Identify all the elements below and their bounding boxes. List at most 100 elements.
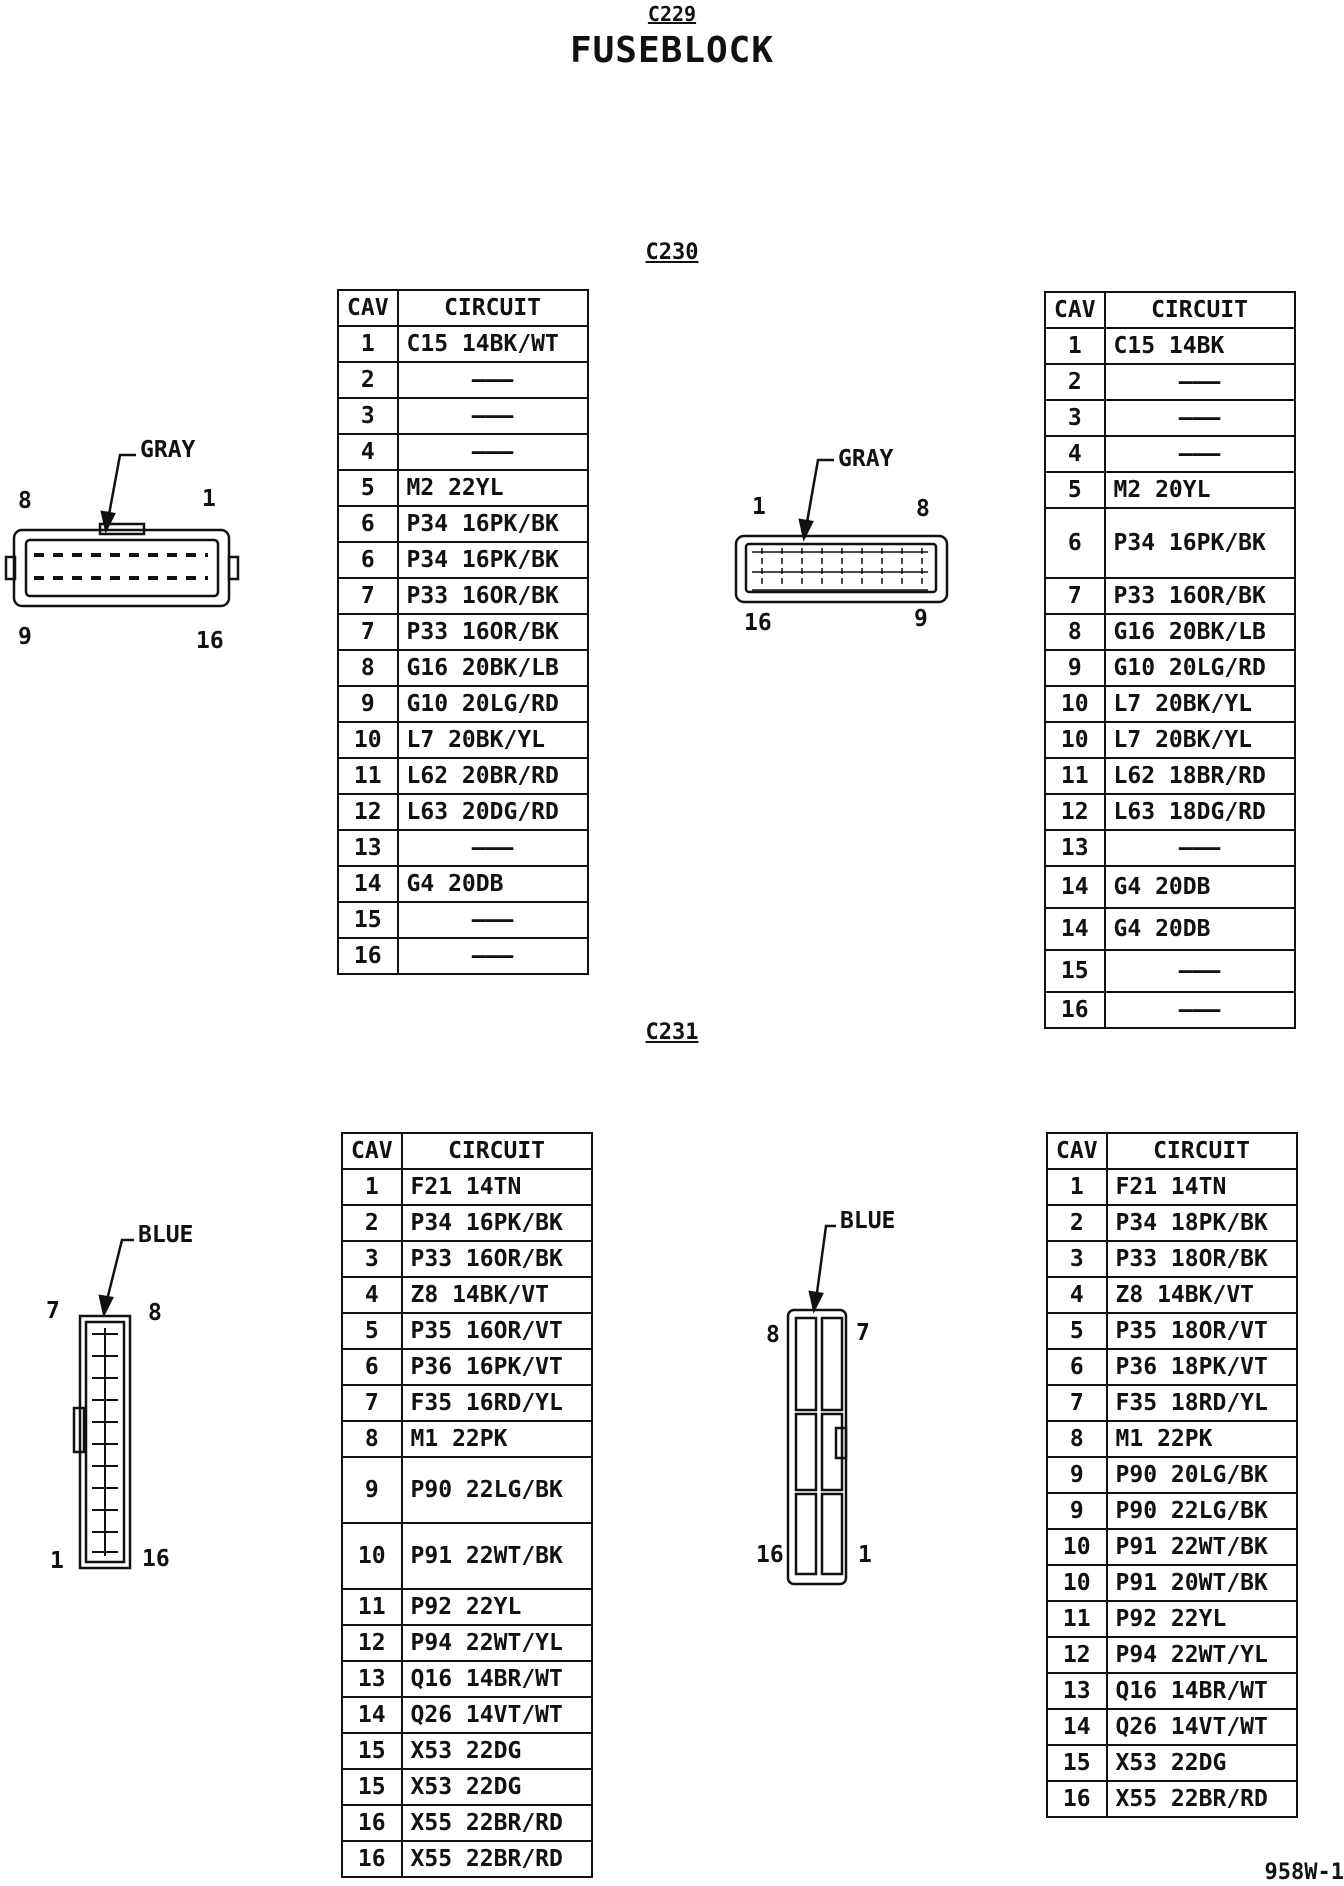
- circuit-code: X55 22BR/RD: [400, 1804, 593, 1842]
- cavity-number: 6: [341, 1348, 403, 1386]
- cavity-number: 16: [1046, 1780, 1108, 1818]
- table-header: CAV CIRCUIT: [1044, 291, 1296, 329]
- cavity-number: 7: [337, 613, 399, 651]
- circuit-code: X55 22BR/RD: [1105, 1780, 1298, 1818]
- cavity-number: 6: [1044, 507, 1106, 579]
- column-header-circuit: CIRCUIT: [1103, 291, 1296, 329]
- cavity-number: 13: [1044, 829, 1106, 867]
- table-row: 13———: [337, 829, 589, 867]
- circuit-code: X53 22DG: [400, 1732, 593, 1770]
- pin-label: 1: [752, 494, 766, 520]
- cavity-number: 8: [1044, 613, 1106, 651]
- circuit-code: Z8 14BK/VT: [1105, 1276, 1298, 1314]
- cavity-number: 14: [341, 1696, 403, 1734]
- cavity-number: 3: [337, 397, 399, 435]
- cavity-number: 4: [341, 1276, 403, 1314]
- circuit-code: G4 20DB: [396, 865, 589, 903]
- circuit-code: P91 22WT/BK: [1105, 1528, 1298, 1566]
- circuit-code: P33 16OR/BK: [400, 1240, 593, 1278]
- cavity-number: 5: [1046, 1312, 1108, 1350]
- connector-c231-right-color: BLUE: [840, 1208, 896, 1234]
- empty-circuit-dash: ———: [1103, 399, 1296, 437]
- table-row: 4———: [1044, 435, 1296, 473]
- column-header-cav: CAV: [341, 1132, 403, 1170]
- cavity-number: 2: [1046, 1204, 1108, 1242]
- circuit-code: F21 14TN: [1105, 1168, 1298, 1206]
- cavity-number: 11: [337, 757, 399, 795]
- connector-c230-left-color: GRAY: [140, 437, 196, 463]
- pin-label: 1: [858, 1542, 872, 1568]
- connector-c230-left-shape: [4, 522, 240, 608]
- pin-label: 16: [196, 628, 224, 654]
- circuit-code: P34 16PK/BK: [400, 1204, 593, 1242]
- circuit-code: G16 20BK/LB: [396, 649, 589, 687]
- connector-c230-left-pointer: [100, 453, 136, 534]
- circuit-code: P34 16PK/BK: [1103, 507, 1296, 579]
- table-header: CAV CIRCUIT: [337, 289, 589, 327]
- circuit-code: G4 20DB: [1103, 907, 1296, 951]
- cavity-number: 3: [1044, 399, 1106, 437]
- table-row: 2———: [1044, 363, 1296, 401]
- cavity-number: 11: [1046, 1600, 1108, 1638]
- pin-label: 7: [856, 1320, 870, 1346]
- table-header: CAV CIRCUIT: [341, 1132, 593, 1170]
- empty-circuit-dash: ———: [1103, 949, 1296, 993]
- pin-label: 8: [148, 1300, 162, 1326]
- circuit-code: G16 20BK/LB: [1103, 613, 1296, 651]
- cavity-number: 2: [1044, 363, 1106, 401]
- cavity-number: 1: [337, 325, 399, 363]
- connector-c231-right-shape: [786, 1308, 848, 1586]
- cavity-number: 14: [1046, 1708, 1108, 1746]
- cavity-number: 13: [337, 829, 399, 867]
- circuit-code: X53 22DG: [1105, 1744, 1298, 1782]
- page-title: FUSEBLOCK: [569, 30, 775, 71]
- cavity-number: 9: [1046, 1456, 1108, 1494]
- pin-label: 9: [914, 606, 928, 632]
- circuit-code: Q16 14BR/WT: [1105, 1672, 1298, 1710]
- circuit-code: P36 16PK/VT: [400, 1348, 593, 1386]
- cavity-number: 15: [341, 1732, 403, 1770]
- circuit-code: F21 14TN: [400, 1168, 593, 1206]
- pin-label: 1: [202, 486, 216, 512]
- circuit-code: F35 18RD/YL: [1105, 1384, 1298, 1422]
- connector-c231-right-pointer: [808, 1224, 836, 1314]
- circuit-code: P90 22LG/BK: [400, 1456, 593, 1524]
- pin-label: 8: [766, 1322, 780, 1348]
- pin-label: 8: [18, 488, 32, 514]
- circuit-code: P94 22WT/YL: [1105, 1636, 1298, 1674]
- cavity-number: 16: [1044, 991, 1106, 1029]
- cavity-number: 12: [341, 1624, 403, 1662]
- cavity-number: 7: [1046, 1384, 1108, 1422]
- circuit-code: F35 16RD/YL: [400, 1384, 593, 1422]
